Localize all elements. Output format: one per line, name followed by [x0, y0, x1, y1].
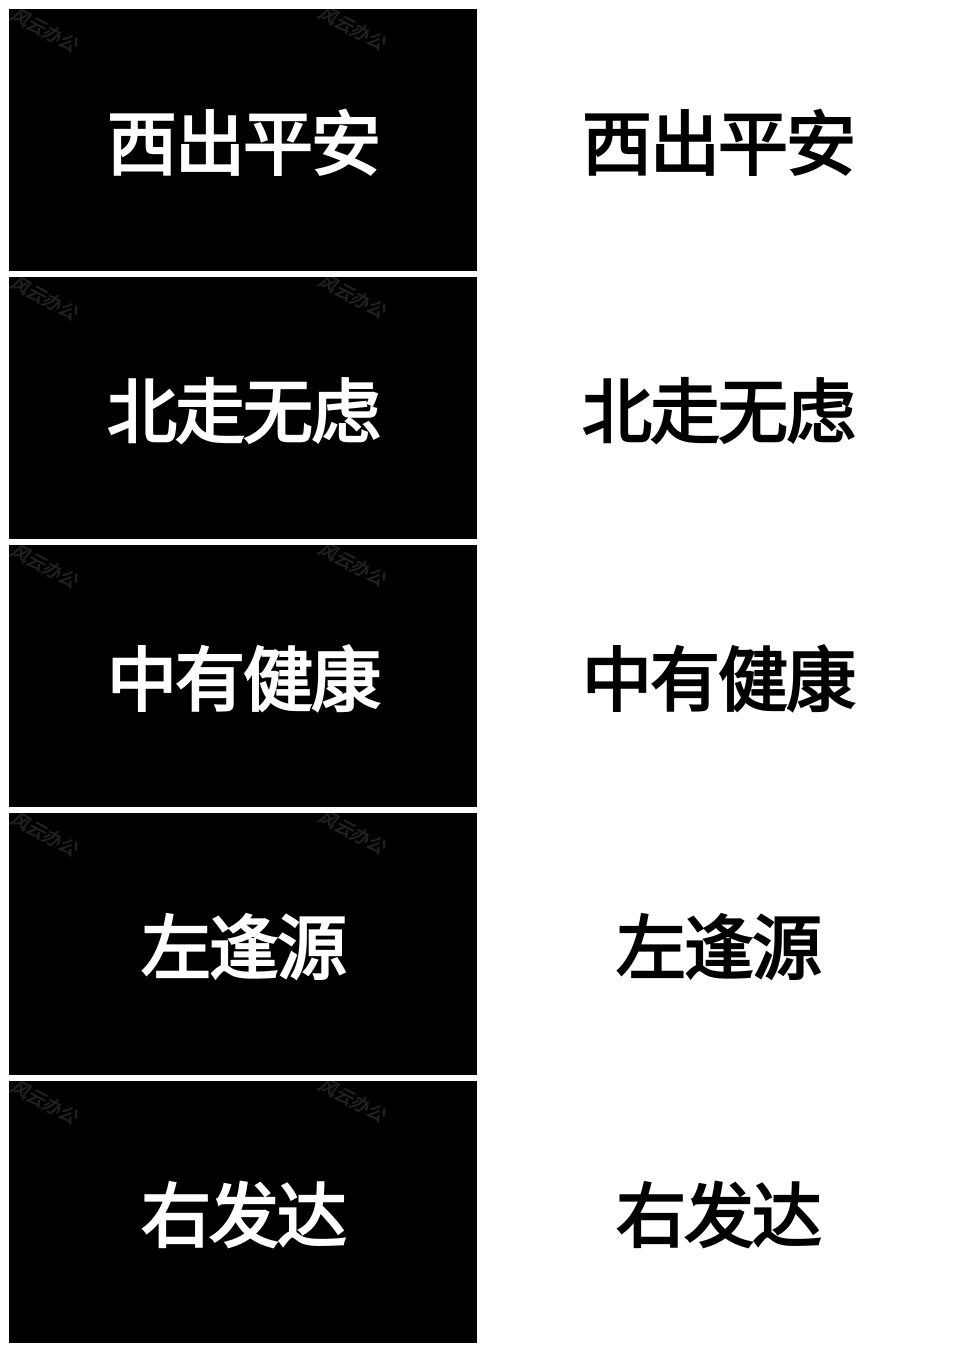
card-phrase: 左逢源	[616, 908, 822, 990]
white-card: 中有健康	[484, 545, 952, 807]
card-phrase: 中有健康	[582, 640, 856, 722]
white-card: 北走无虑	[484, 277, 952, 539]
card-phrase: 右发达	[616, 1176, 822, 1258]
card-row-3: 风云办公 风云办公 中有健康 中有健康	[0, 545, 960, 807]
card-phrase: 北走无虑	[582, 372, 856, 454]
black-card: 风云办公 风云办公 左逢源	[9, 813, 477, 1075]
card-phrase: 西出平安	[582, 104, 856, 186]
card-phrase: 左逢源	[141, 908, 347, 990]
watermark: 风云办公	[9, 277, 80, 325]
card-phrase: 北走无虑	[107, 372, 381, 454]
watermark: 风云办公	[9, 9, 80, 57]
card-phrase: 中有健康	[107, 640, 381, 722]
black-card: 风云办公 风云办公 北走无虑	[9, 277, 477, 539]
white-card: 西出平安	[484, 9, 952, 271]
watermark: 风云办公	[314, 813, 388, 859]
card-phrase: 西出平安	[107, 104, 381, 186]
white-card: 左逢源	[484, 813, 952, 1075]
watermark: 风云办公	[9, 1081, 80, 1129]
watermark: 风云办公	[314, 1081, 388, 1127]
card-row-5: 风云办公 风云办公 右发达 右发达	[0, 1081, 960, 1343]
watermark: 风云办公	[314, 545, 388, 591]
black-card: 风云办公 风云办公 右发达	[9, 1081, 477, 1343]
card-row-2: 风云办公 风云办公 北走无虑 北走无虑	[0, 277, 960, 539]
watermark: 风云办公	[314, 277, 388, 323]
card-row-1: 风云办公 风云办公 西出平安 西出平安	[0, 9, 960, 271]
black-card: 风云办公 风云办公 中有健康	[9, 545, 477, 807]
white-card: 右发达	[484, 1081, 952, 1343]
watermark: 风云办公	[9, 813, 80, 861]
watermark: 风云办公	[314, 9, 388, 55]
card-row-4: 风云办公 风云办公 左逢源 左逢源	[0, 813, 960, 1075]
card-phrase: 右发达	[141, 1176, 347, 1258]
watermark: 风云办公	[9, 545, 80, 593]
black-card: 风云办公 风云办公 西出平安	[9, 9, 477, 271]
